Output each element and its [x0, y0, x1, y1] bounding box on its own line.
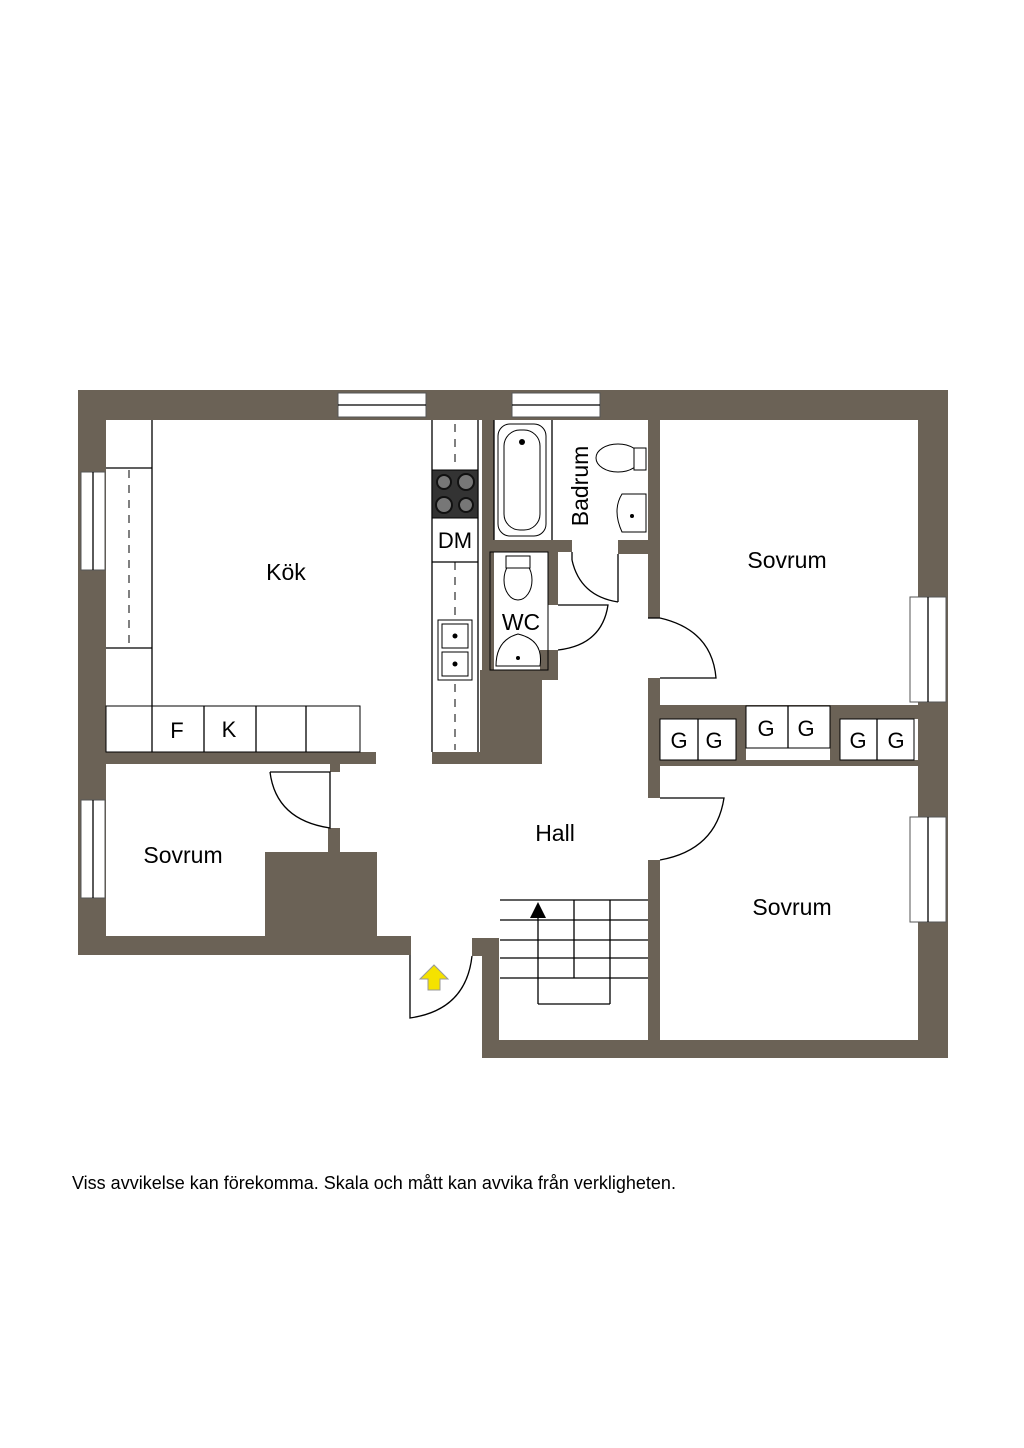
- room-label-kok: Kök: [266, 559, 306, 585]
- label-dishwasher: DM: [438, 528, 472, 553]
- doors: [269, 617, 725, 1019]
- label-wardrobe: G: [797, 716, 814, 741]
- label-wardrobe: G: [849, 728, 866, 753]
- bath-toilet: [595, 443, 641, 473]
- wc-basin: [495, 633, 542, 667]
- staircase: [500, 899, 648, 1005]
- label-wardrobe: G: [705, 728, 722, 753]
- disclaimer-text: Viss avvikelse kan förekomma. Skala och …: [72, 1173, 676, 1193]
- label-wardrobe: G: [757, 716, 774, 741]
- room-label-badrum: Badrum: [567, 446, 593, 527]
- label-fridge: F: [170, 718, 183, 743]
- room-label-hall: Hall: [535, 820, 575, 846]
- room-label-wc: WC: [502, 609, 540, 635]
- label-wardrobe: G: [887, 728, 904, 753]
- bathroom-fixtures: [489, 420, 647, 671]
- room-label-sovrum-se: Sovrum: [752, 894, 831, 920]
- label-freezer: K: [222, 717, 237, 742]
- room-label-sovrum-ne: Sovrum: [747, 547, 826, 573]
- entrance-arrow-icon: [418, 964, 450, 991]
- interior-walls: [106, 420, 918, 1040]
- room-label-sovrum-w: Sovrum: [143, 842, 222, 868]
- wardrobes: [659, 705, 915, 761]
- windows: [80, 392, 947, 923]
- label-wardrobe: G: [670, 728, 687, 753]
- kitchen-fixtures: [105, 420, 479, 753]
- stair-arrow-icon: [530, 902, 546, 918]
